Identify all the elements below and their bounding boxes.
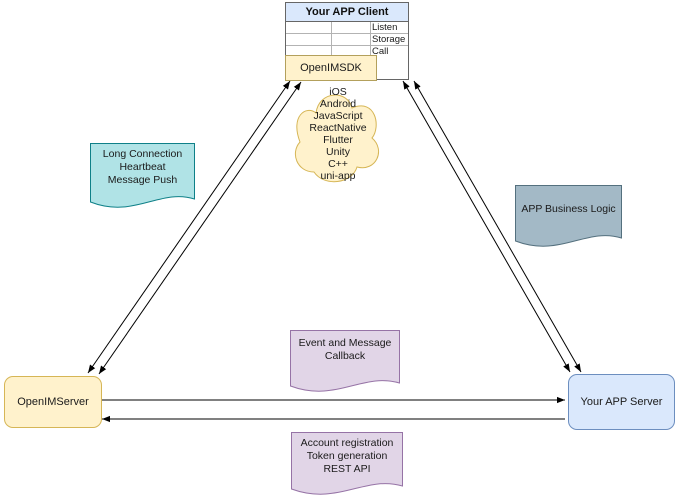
arrow-openimserver-to-sdk-1 [87,80,291,374]
openimserver-label: OpenIMServer [17,396,89,408]
platform-ios: iOS [329,86,347,98]
document-shape [290,330,400,392]
openimsdk-node: OpenIMSDK [285,55,377,81]
note-rest-api-text: Account registration Token generation RE… [300,437,394,475]
platform-reactnative: ReactNative [309,122,367,134]
note-event-callback: Event and Message Callback [290,330,400,399]
platform-cpp: C++ [328,158,348,170]
platform-android: Android [319,98,357,110]
platform-list: iOS Android JavaScript ReactNative Flutt… [282,86,394,182]
app-server-node: Your APP Server [568,374,675,430]
table-divider-1 [331,22,332,55]
hook-row-listen: Listen [286,22,408,34]
note-long-connection: Long Connection Heartbeat Message Push [90,143,195,215]
note-long-connection-text: Long Connection Heartbeat Message Push [102,148,183,186]
hook-row-storage: Storage [286,34,408,46]
platform-uniapp: uni-app [320,170,356,182]
hook-label-call: Call [372,46,389,57]
note-business-logic-text: APP Business Logic [521,203,616,215]
openimserver-node: OpenIMServer [4,376,102,428]
hook-label-storage: Storage [372,34,406,45]
platform-unity: Unity [326,146,350,158]
client-hook-table: Listen Storage Call [286,22,408,57]
hook-label-listen: Listen [372,22,398,33]
hook-row-call: Call [286,46,408,57]
app-server-label: Your APP Server [580,396,663,408]
note-rest-api: Account registration Token generation RE… [291,432,403,500]
document-shape [291,432,403,495]
platform-flutter: Flutter [323,134,353,146]
note-event-callback-text: Event and Message Callback [298,337,392,362]
arrow-openimserver-to-sdk-2 [98,81,302,375]
arrow-client-to-appserver-2 [413,80,582,373]
platform-cloud: iOS Android JavaScript ReactNative Flutt… [290,83,386,189]
table-divider-2 [370,22,371,55]
note-business-logic: APP Business Logic [515,185,622,254]
app-client-title: Your APP Client [286,3,408,22]
app-client-node: Your APP Client Listen Storage Call Open… [285,2,409,81]
platform-javascript: JavaScript [313,110,363,122]
